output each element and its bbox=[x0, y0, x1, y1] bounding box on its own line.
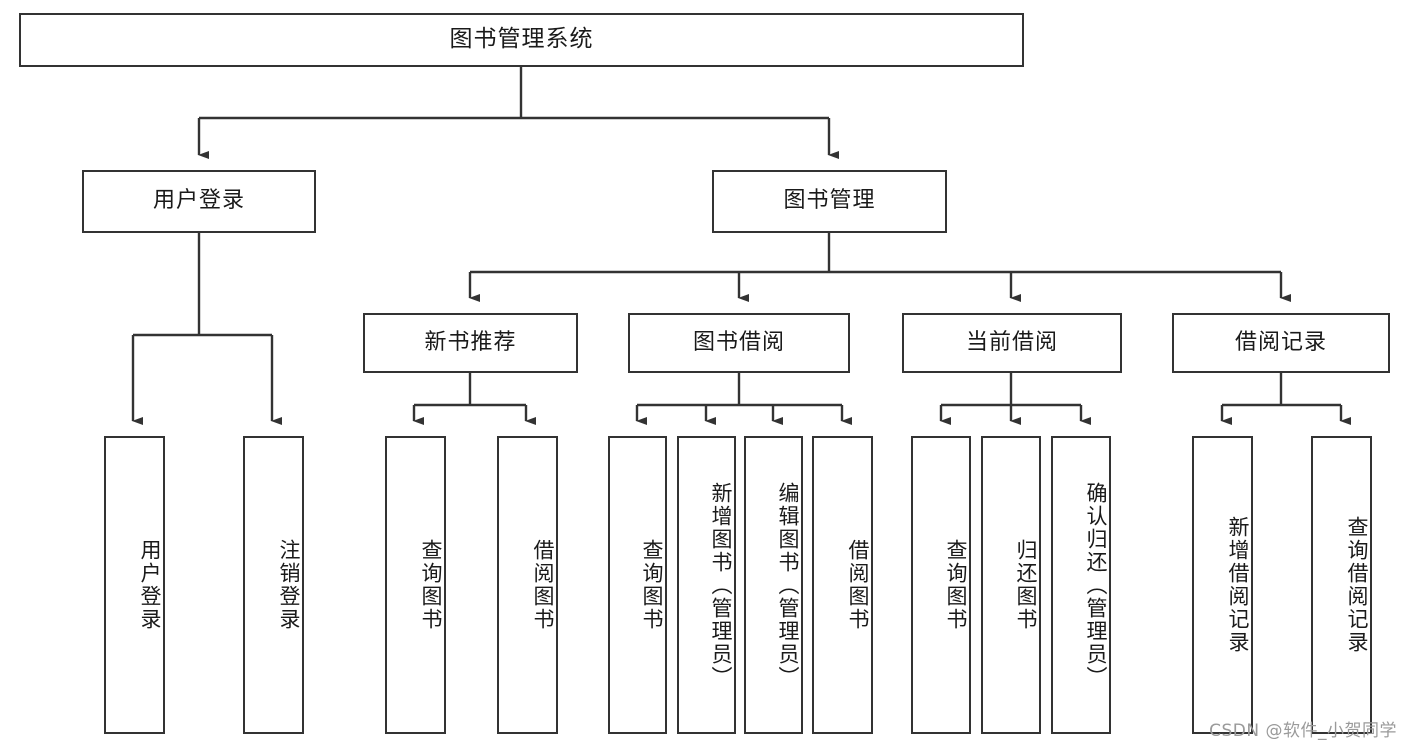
leaf-query-borrow-record[interactable]: 查询借阅记录 bbox=[1311, 436, 1372, 734]
node-new-book-recommend[interactable]: 新书推荐 bbox=[363, 313, 578, 373]
node-book-borrow[interactable]: 图书借阅 bbox=[628, 313, 850, 373]
node-label: 编辑图书（管理员） bbox=[776, 481, 800, 689]
leaf-borrow-book[interactable]: 借阅图书 bbox=[812, 436, 873, 734]
node-label: 图书管理系统 bbox=[449, 26, 594, 53]
leaf-user-login[interactable]: 用户登录 bbox=[104, 436, 165, 734]
node-label: 查询借阅记录 bbox=[1345, 516, 1369, 654]
node-user-login[interactable]: 用户登录 bbox=[82, 170, 316, 233]
node-label: 确认归还（管理员） bbox=[1084, 481, 1108, 689]
node-label: 新书推荐 bbox=[424, 329, 517, 355]
node-current-borrow[interactable]: 当前借阅 bbox=[902, 313, 1122, 373]
node-label: 新增图书（管理员） bbox=[709, 481, 733, 689]
node-label: 图书借阅 bbox=[692, 329, 785, 355]
node-borrow-record[interactable]: 借阅记录 bbox=[1172, 313, 1390, 373]
node-label: 借阅记录 bbox=[1234, 329, 1327, 355]
node-label: 当前借阅 bbox=[965, 329, 1058, 355]
node-label: 借阅图书 bbox=[846, 539, 870, 631]
node-label: 查询图书 bbox=[944, 539, 968, 631]
node-label: 查询图书 bbox=[640, 539, 664, 631]
node-label: 归还图书 bbox=[1014, 539, 1038, 631]
node-label: 借阅图书 bbox=[531, 539, 555, 631]
leaf-confirm-return[interactable]: 确认归还（管理员） bbox=[1051, 436, 1111, 734]
node-book-manage[interactable]: 图书管理 bbox=[712, 170, 947, 233]
node-label: 图书管理 bbox=[783, 188, 876, 214]
leaf-logout-login[interactable]: 注销登录 bbox=[243, 436, 304, 734]
leaf-query-book-borrow[interactable]: 查询图书 bbox=[608, 436, 667, 734]
node-label: 用户登录 bbox=[152, 188, 245, 214]
leaf-add-borrow-record[interactable]: 新增借阅记录 bbox=[1192, 436, 1253, 734]
leaf-borrow-book-recommend[interactable]: 借阅图书 bbox=[497, 436, 558, 734]
leaf-query-book-recommend[interactable]: 查询图书 bbox=[385, 436, 446, 734]
leaf-add-book[interactable]: 新增图书（管理员） bbox=[677, 436, 736, 734]
leaf-query-book-current[interactable]: 查询图书 bbox=[911, 436, 971, 734]
node-label: 查询图书 bbox=[419, 539, 443, 631]
leaf-return-book[interactable]: 归还图书 bbox=[981, 436, 1041, 734]
node-label: 用户登录 bbox=[138, 539, 162, 631]
leaf-edit-book[interactable]: 编辑图书（管理员） bbox=[744, 436, 803, 734]
node-label: 注销登录 bbox=[277, 539, 301, 631]
watermark: CSDN @软件_小贺同学 bbox=[1209, 721, 1397, 741]
node-label: 新增借阅记录 bbox=[1226, 516, 1250, 654]
node-book-management-system[interactable]: 图书管理系统 bbox=[19, 13, 1024, 67]
